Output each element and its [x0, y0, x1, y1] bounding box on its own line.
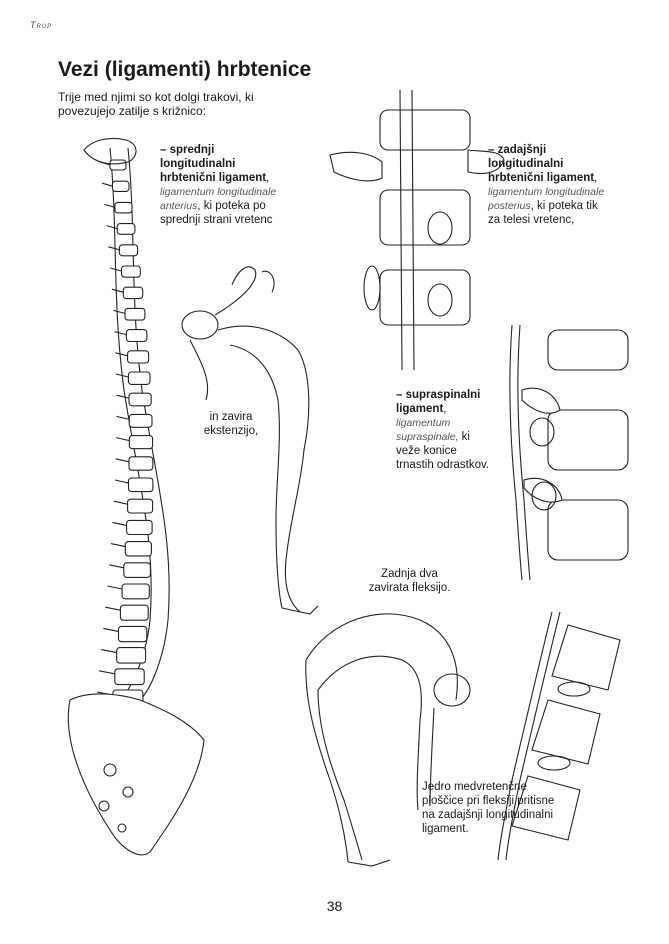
vertebra-process [98, 670, 115, 675]
vertebra-process [103, 627, 119, 632]
vertebra-process [115, 458, 130, 463]
vertebra-process [105, 606, 121, 611]
vertebra-process [116, 415, 130, 420]
supraspinal-ligament-illustration [509, 324, 629, 581]
caption-posterior-latin: ligamentum longitudinale posterius [488, 186, 605, 212]
vertebra-process [107, 585, 123, 590]
vertebra [116, 223, 136, 235]
vertebra [114, 668, 145, 686]
vertebra [118, 244, 139, 257]
vertebra [121, 583, 150, 600]
vertebra-process [113, 500, 128, 505]
vertebra [122, 286, 144, 300]
caption-anterior-rest: , ki poteka po sprednji strani vretenc [160, 200, 273, 226]
vertebra-process [106, 225, 118, 230]
vertebra-process [110, 543, 126, 548]
vertebra [123, 562, 151, 578]
disc-section-illustration [497, 611, 621, 861]
spine-illustration [67, 137, 205, 856]
intro-text: Trije med njimi so kot dolgi trakovi, ki… [58, 90, 254, 118]
caption-supraspinal-latin: ligamentum supraspinale, [396, 417, 459, 443]
forward-bend-figure-illustration [305, 613, 471, 867]
caption-disc: Jedro medvretenčne ploščice pri fleksiji… [422, 781, 555, 835]
vertebra [127, 498, 154, 514]
caption-extension: in zavira ekstenzijo, [203, 411, 259, 437]
vertebra [128, 435, 154, 450]
vertebra-process [112, 521, 127, 526]
caption-anterior-latin: ligamentum longitudinale anterius [160, 186, 277, 212]
caption-anterior: – sprednji longitudinalni hrbtenični lig… [160, 144, 277, 226]
vertebra [124, 307, 146, 321]
vertebra [126, 519, 153, 536]
vertebra-process [102, 182, 113, 187]
page-number: 38 [326, 898, 343, 914]
vertebra-process [113, 309, 126, 314]
backbend-figure-illustration [181, 266, 319, 615]
vertebra [116, 647, 147, 664]
caption-posterior-rest: , ki poteka tik za telesi vretenc, [488, 200, 598, 226]
caption-flexion: Zadnja dva zavirata fleksijo. [368, 568, 451, 594]
vertebra-process [111, 288, 124, 293]
posterior-ligament-illustration [329, 89, 505, 371]
vertebra [109, 159, 127, 171]
vertebra-process [115, 373, 129, 378]
caption-supraspinal-bold: – supraspinalni ligament [396, 389, 481, 415]
vertebra [120, 265, 141, 278]
caption-anterior-bold: – sprednji longitudinalni hrbtenični lig… [160, 144, 267, 184]
vertebra-process [116, 394, 130, 399]
vertebra [128, 456, 154, 471]
caption-supraspinal: – supraspinalni ligament, ligamentum sup… [396, 389, 490, 471]
running-head: Trup [30, 20, 53, 30]
vertebra [127, 477, 154, 493]
vertebra [117, 625, 148, 643]
vertebra-process [114, 479, 129, 484]
caption-posterior-bold: – zadajšnji longitudinalni hrbtenični li… [488, 144, 595, 184]
vertebra-process [115, 352, 128, 357]
caption-supraspinal-rest: ki veže konice trnastih odrastkov. [396, 431, 490, 471]
vertebra [127, 350, 150, 364]
vertebra-process [104, 203, 116, 208]
caption-posterior: – zadajšnji longitudinalni hrbtenični li… [488, 144, 605, 226]
vertebra [127, 371, 151, 385]
vertebra-process [114, 331, 127, 336]
vertebra [128, 392, 152, 407]
vertebra [114, 201, 133, 214]
vertebra-process [108, 246, 120, 251]
page-title: Vezi (ligamenti) hrbtenice [58, 58, 312, 81]
vertebra-process [110, 267, 122, 272]
vertebra [124, 541, 152, 557]
vertebra [119, 604, 149, 621]
vertebra [128, 413, 153, 428]
vertebra-process [109, 564, 124, 569]
vertebra-process [100, 649, 117, 654]
vertebra-process [116, 437, 130, 442]
vertebra [111, 180, 130, 192]
vertebra [125, 329, 148, 343]
